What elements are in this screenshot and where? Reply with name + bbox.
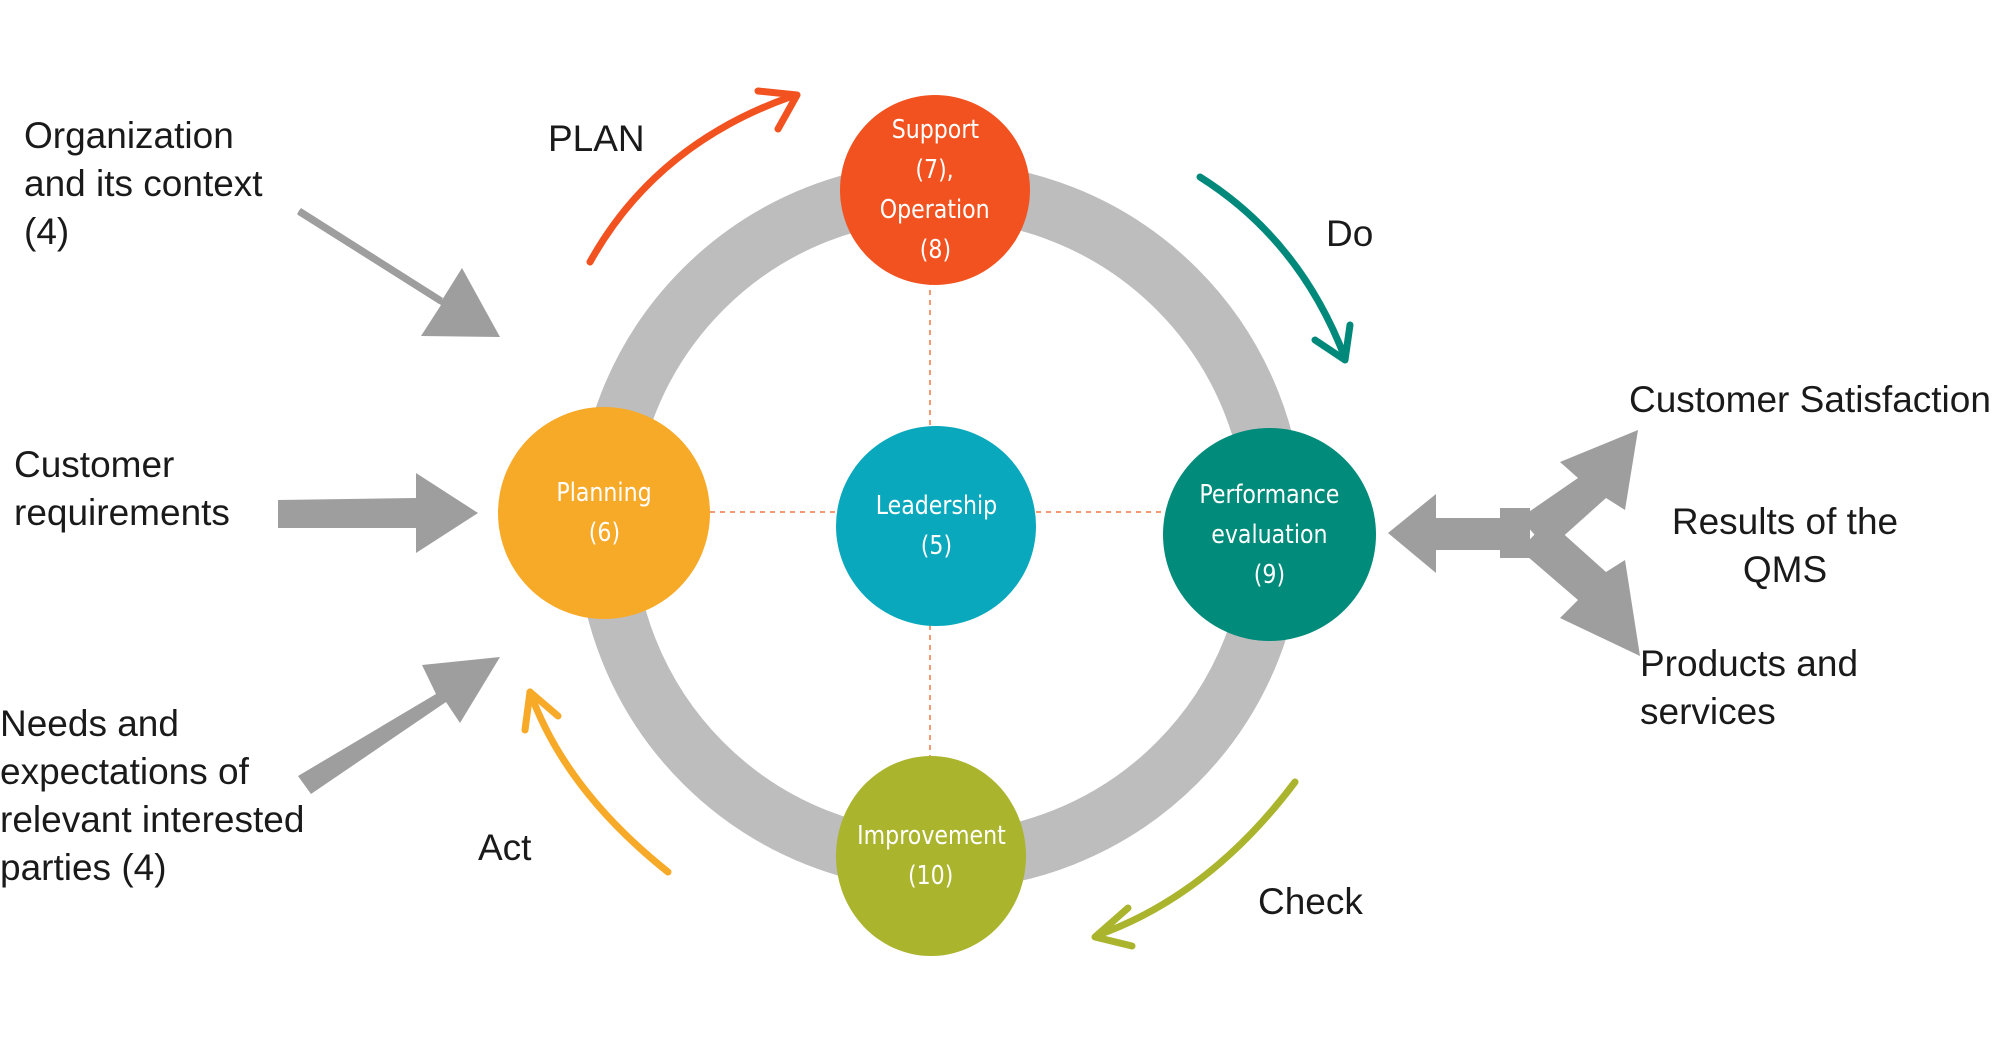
- do-arrow: [1196, 173, 1354, 364]
- support-clause: (7),: [915, 155, 955, 185]
- results-qms-label: Results of the QMS: [1671, 501, 1899, 590]
- products-services-label: Products and services: [1640, 643, 1859, 732]
- needs-expectations-label: Needs and expectations of relevant inter…: [0, 703, 305, 888]
- customer-satisfaction-label: Customer Satisfaction: [1629, 379, 1991, 420]
- operation-clause: (8): [919, 235, 951, 265]
- org-context-label: Organization and its context (4): [24, 115, 263, 252]
- org-context-input-arrow-body: [297, 208, 443, 304]
- dashed-connectors: [710, 280, 1165, 762]
- improvement-clause: (10): [908, 861, 954, 891]
- support-label: Support: [891, 115, 979, 145]
- check-label: Check: [1258, 881, 1363, 922]
- customer-requirements-input-arrow: [278, 473, 478, 553]
- support-operation-node: Support (7), Operation (8): [840, 95, 1030, 285]
- performance-label: Performance: [1199, 479, 1340, 510]
- planning-node: Planning (6): [498, 407, 710, 619]
- output-arrows: [1388, 430, 1640, 656]
- leadership-label: Leadership: [875, 491, 997, 521]
- performance-clause: (9): [1253, 559, 1286, 590]
- improvement-node: Improvement (10): [836, 756, 1026, 956]
- improvement-label: Improvement: [856, 821, 1006, 851]
- plan-arrow: [586, 87, 801, 266]
- evaluation-label: evaluation: [1211, 519, 1328, 550]
- performance-evaluation-node: Performance evaluation (9): [1163, 428, 1376, 641]
- leadership-node: Leadership (5): [836, 426, 1036, 626]
- plan-label: PLAN: [548, 118, 645, 159]
- act-arrow: [521, 688, 672, 876]
- check-arrow: [1091, 778, 1299, 950]
- operation-label: Operation: [880, 195, 990, 225]
- do-label: Do: [1326, 213, 1374, 254]
- customer-requirements-label: Customer requirements: [14, 444, 230, 533]
- leadership-clause: (5): [920, 531, 952, 561]
- planning-label: Planning: [556, 478, 652, 508]
- needs-expectations-input-arrow: [298, 657, 500, 794]
- act-label: Act: [478, 827, 532, 868]
- planning-clause: (6): [588, 518, 620, 548]
